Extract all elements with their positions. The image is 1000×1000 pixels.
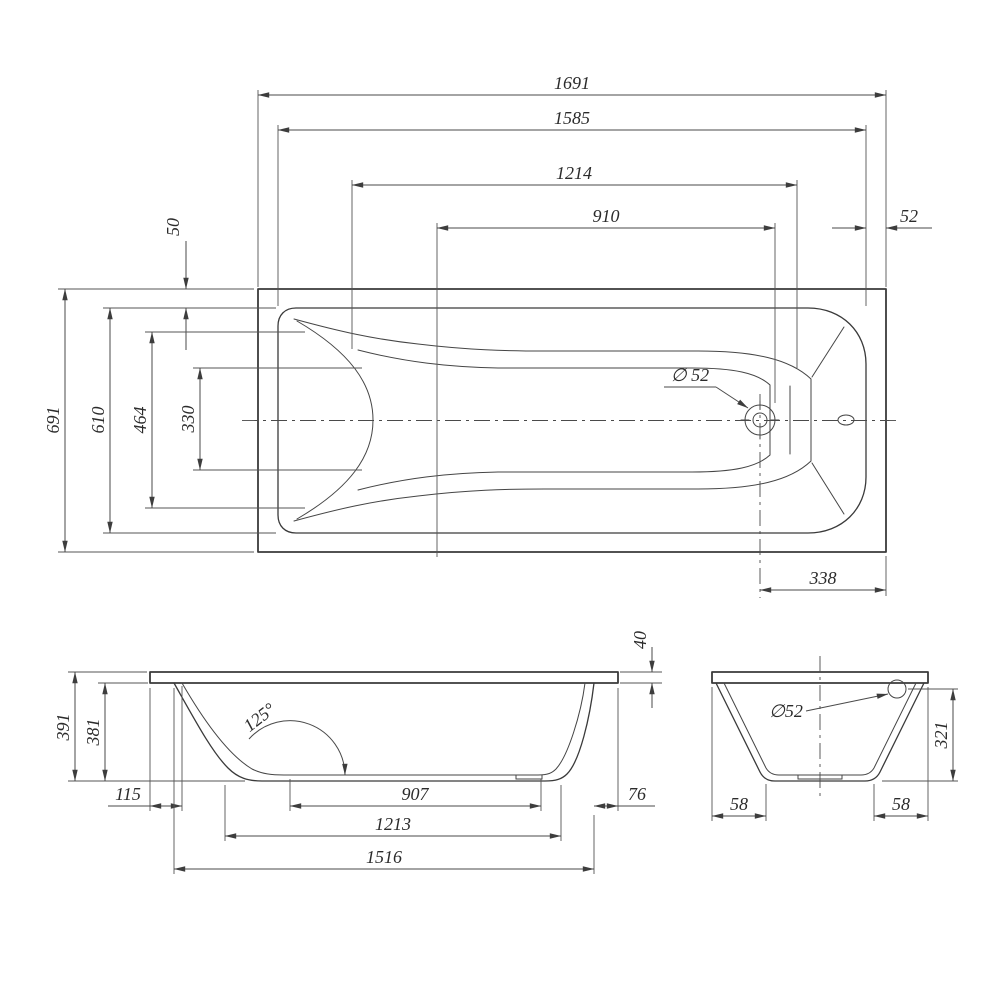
dim-910: 910 <box>436 206 776 557</box>
dim-angle-125: 125° <box>240 699 348 776</box>
dim-1585: 1585 <box>277 108 867 306</box>
leader-line <box>715 386 749 409</box>
dim-391-label: 391 <box>53 714 73 742</box>
dim-76: 76 <box>593 688 655 811</box>
dim-464-label: 464 <box>130 407 150 434</box>
basin-inner-profile <box>181 682 586 776</box>
dim-58-right: 58 <box>873 687 929 821</box>
dim-76-label: 76 <box>628 784 646 804</box>
dim-691: 691 <box>43 288 254 553</box>
shell-outer-profile <box>173 682 595 782</box>
dim-115: 115 <box>108 686 183 811</box>
dim-1691-label: 1691 <box>554 73 590 93</box>
drain-diameter-label: ∅ 52 <box>671 365 709 385</box>
dim-321: 321 <box>882 688 958 782</box>
dim-52-label: 52 <box>900 206 918 226</box>
dim-910-label: 910 <box>593 206 620 226</box>
dim-50: 50 <box>163 218 189 350</box>
dim-1691: 1691 <box>257 73 887 287</box>
dim-691-label: 691 <box>43 407 63 434</box>
dim-50-label: 50 <box>163 218 183 236</box>
rim-flange <box>149 671 619 684</box>
dim-52: 52 <box>832 206 932 231</box>
dim-58-right-label: 58 <box>892 794 910 814</box>
dim-drain-diameter: ∅52 <box>769 693 889 721</box>
dim-58-left: 58 <box>711 687 767 821</box>
dim-321-label: 321 <box>931 722 951 750</box>
overflow-hole <box>837 414 855 426</box>
leader-line <box>805 693 889 712</box>
dim-330-label: 330 <box>178 406 198 434</box>
drain-diameter-label: ∅52 <box>769 701 803 721</box>
dim-40-label: 40 <box>630 631 650 649</box>
dim-1214: 1214 <box>351 163 798 368</box>
end-view: ∅52 321 58 58 <box>711 656 958 821</box>
dim-907-label: 907 <box>402 784 430 804</box>
dim-610: 610 <box>88 307 276 534</box>
dim-464: 464 <box>130 331 305 509</box>
dim-1213: 1213 <box>224 785 562 841</box>
dim-381: 381 <box>83 682 148 782</box>
tub-rim <box>277 307 867 534</box>
dim-40: 40 <box>620 631 662 708</box>
dim-1516: 1516 <box>173 688 595 874</box>
top-view: 1691 1585 1214 910 52 <box>43 73 932 598</box>
chamfer-line <box>811 326 845 378</box>
dim-610-label: 610 <box>88 407 108 434</box>
dim-1213-label: 1213 <box>375 814 411 834</box>
backrest-slope-contour <box>296 320 374 520</box>
overflow-hole <box>887 679 907 699</box>
dim-1214-label: 1214 <box>556 163 592 183</box>
dim-58-left-label: 58 <box>730 794 748 814</box>
basin-bottom-contour <box>357 349 771 491</box>
dim-907: 907 <box>289 779 542 811</box>
dim-391: 391 <box>53 671 245 782</box>
dim-1516-label: 1516 <box>366 847 402 867</box>
side-view: 391 381 40 125° 115 <box>53 631 662 874</box>
dim-381-label: 381 <box>83 719 103 747</box>
dim-115-label: 115 <box>115 784 141 804</box>
chamfer-line <box>811 462 845 515</box>
dim-330: 330 <box>178 367 362 471</box>
dim-338: 338 <box>759 556 887 596</box>
dim-drain-diameter: ∅ 52 <box>664 365 749 409</box>
dim-338-label: 338 <box>809 568 837 588</box>
angle-arc <box>248 720 348 776</box>
basin-upper-contour <box>293 318 812 522</box>
dim-1585-label: 1585 <box>554 108 590 128</box>
